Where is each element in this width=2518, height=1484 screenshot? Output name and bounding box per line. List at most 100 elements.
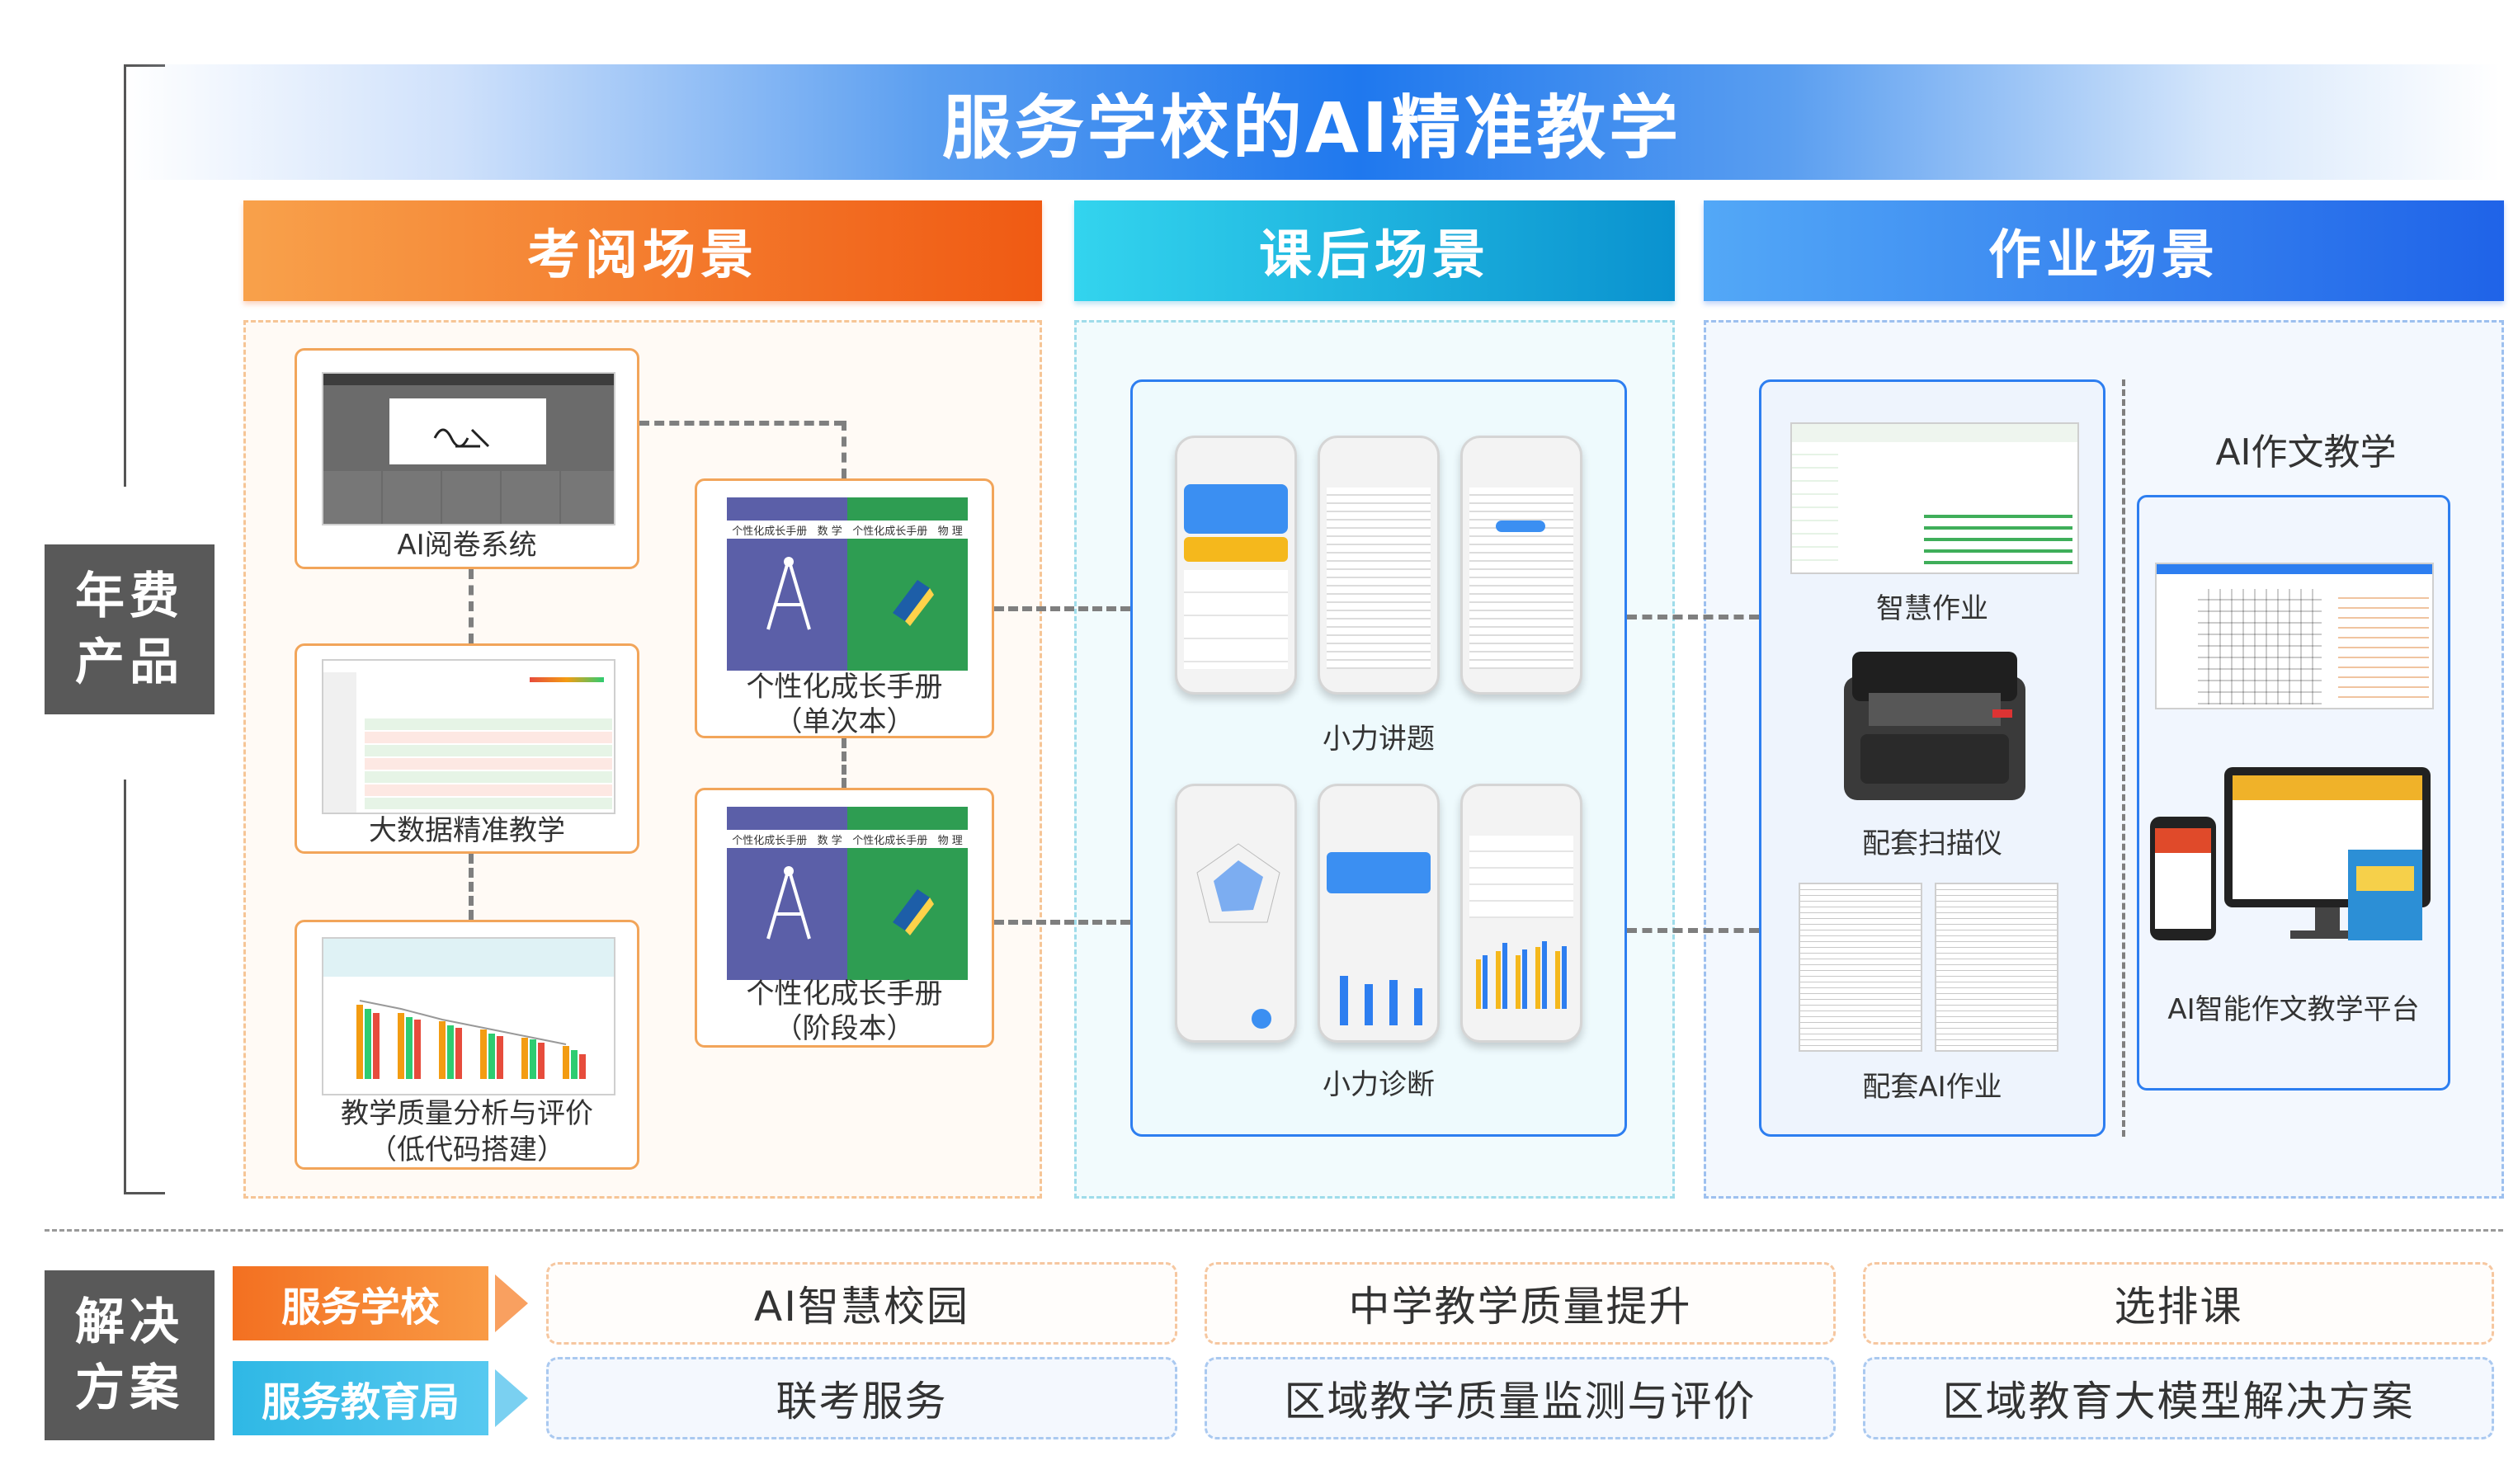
screenshot-answer-sheet	[389, 398, 546, 464]
handbook-stage-sublabel: （阶段本）	[774, 1012, 915, 1045]
book-title: 个性化成长手册	[852, 525, 928, 538]
ai-review-card[interactable]: AI阅卷系统	[295, 348, 639, 569]
phone-diagnosis-2	[1318, 784, 1440, 1043]
big-data-screenshot	[322, 659, 615, 814]
column-header-exam: 考阅场景	[243, 200, 1042, 301]
bottom-bracket	[124, 780, 165, 1194]
magnet-icon	[893, 580, 934, 626]
book-title-bar: 个性化成长手册物 理	[847, 830, 968, 848]
screenshot-sidebar	[323, 672, 356, 813]
screenshot-toolbar	[323, 374, 614, 385]
quality-analysis-sublabel: （低代码搭建）	[369, 1133, 565, 1166]
handbook-single-sublabel: （单次本）	[774, 705, 915, 738]
solutions-tag: 解决 方案	[45, 1270, 215, 1440]
solution-item[interactable]: 联考服务	[546, 1357, 1177, 1439]
screenshot-header	[323, 939, 614, 977]
book-title-bar: 个性化成长手册数 学	[727, 830, 847, 848]
phone-card	[1184, 537, 1288, 562]
arrow-icon	[495, 1369, 528, 1427]
screenshot-table	[365, 718, 612, 809]
solution-item[interactable]: 区域教育大模型解决方案	[1863, 1357, 2494, 1439]
book-title-bar: 个性化成长手册数 学	[727, 521, 847, 539]
section-divider	[45, 1229, 2503, 1232]
radar-chart-icon	[1196, 843, 1280, 923]
phone-text	[1327, 488, 1431, 669]
divider-line	[2122, 379, 2125, 1137]
handbook-math-cover: 个性化成长手册数 学	[727, 497, 847, 671]
phone-diagnosis-1	[1175, 784, 1297, 1043]
handbook-stage-label: 个性化成长手册	[746, 978, 943, 1011]
screenshot-grid	[323, 471, 614, 524]
quality-analysis-label: 教学质量分析与评价	[341, 1097, 593, 1130]
phone-text	[1469, 488, 1573, 669]
screenshot-grid	[2198, 589, 2322, 704]
bar-chart-icon	[1340, 976, 1422, 1025]
book-subject: 数 学	[817, 834, 842, 847]
handbook-math-cover: 个性化成长手册数 学	[727, 807, 847, 980]
xiaoli-diagnosis-label: 小力诊断	[1323, 1068, 1435, 1101]
screenshot-progress	[530, 677, 604, 682]
scanner-icon	[1844, 652, 2025, 800]
bar-chart-icon	[1476, 941, 1567, 1009]
annual-products-tag: 年费 产品	[45, 544, 215, 714]
book-subject: 数 学	[817, 525, 842, 538]
phone-lecture-2	[1318, 436, 1440, 695]
phone-lecture-1	[1175, 436, 1297, 695]
devices-icon	[2150, 767, 2431, 940]
column-header-homework: 作业场景	[1704, 200, 2504, 301]
connector-line	[1627, 928, 1759, 933]
big-data-card[interactable]: 大数据精准教学	[295, 643, 639, 854]
magnet-icon	[893, 889, 934, 935]
arrow-icon	[495, 1274, 528, 1332]
handbook-stage-card[interactable]: 个性化成长手册数 学 个性化成长手册物 理 个性化成长手册 （阶段本）	[695, 788, 994, 1048]
phone-lecture-3	[1460, 436, 1582, 695]
phone-button	[1496, 521, 1545, 532]
handbook-physics-cover: 个性化成长手册物 理	[847, 807, 968, 980]
book-title: 个性化成长手册	[732, 525, 808, 538]
connector-line	[994, 920, 1130, 925]
solution-item[interactable]: 区域教学质量监测与评价	[1205, 1357, 1836, 1439]
handwriting-icon	[433, 428, 490, 448]
xiaoli-lecture-label: 小力讲题	[1323, 723, 1435, 756]
scanner-label: 配套扫描仪	[1862, 827, 2002, 860]
ai-review-label: AI阅卷系统	[397, 529, 537, 562]
screenshot-sidebar	[1792, 442, 1838, 572]
solution-item[interactable]: 中学教学质量提升	[1205, 1262, 1836, 1345]
solution-label-bureau: 服务教育局	[233, 1361, 488, 1435]
quality-analysis-card[interactable]: 教学质量分析与评价 （低代码搭建）	[295, 920, 639, 1170]
solution-label-school: 服务学校	[233, 1266, 488, 1340]
compass-icon	[766, 557, 811, 630]
essay-platform-label: AI智能作文教学平台	[2167, 993, 2420, 1026]
solution-item[interactable]: 选排课	[1863, 1262, 2494, 1345]
connector-line	[469, 854, 474, 920]
screenshot-header	[2157, 564, 2432, 574]
connector-line	[469, 569, 474, 643]
phone-card	[1327, 852, 1431, 893]
big-data-label: 大数据精准教学	[369, 814, 565, 847]
ai-homework-sheet-2	[1935, 883, 2058, 1052]
compass-icon	[766, 866, 811, 940]
bar-chart-icon	[356, 1000, 586, 1079]
phone-button	[1252, 1009, 1271, 1029]
quality-analysis-screenshot	[322, 937, 615, 1095]
screenshot-sidepanel	[2338, 589, 2429, 704]
ai-homework-sheet-1	[1799, 883, 1922, 1052]
phone-diagnosis-3	[1460, 784, 1582, 1043]
smart-homework-screenshot	[1790, 422, 2079, 574]
book-title: 个性化成长手册	[852, 834, 928, 847]
ai-review-screenshot	[322, 372, 615, 525]
book-subject: 物 理	[937, 834, 963, 847]
solution-item[interactable]: AI智慧校园	[546, 1262, 1177, 1345]
handbook-single-label: 个性化成长手册	[746, 671, 943, 704]
book-title-bar: 个性化成长手册物 理	[847, 521, 968, 539]
page-title: 服务学校的AI精准教学	[941, 87, 1682, 168]
screenshot-tabs	[1792, 424, 2077, 442]
phone-card	[1184, 484, 1288, 534]
ai-homework-label: 配套AI作业	[1862, 1071, 2002, 1104]
phone-list	[1469, 836, 1573, 918]
connector-line	[842, 738, 846, 788]
handbook-single-card[interactable]: 个性化成长手册数 学 个性化成长手册物 理 个性化成长手册 （单次本）	[695, 478, 994, 738]
connector-line	[994, 606, 1130, 611]
handbook-physics-cover: 个性化成长手册物 理	[847, 497, 968, 671]
smart-homework-label: 智慧作业	[1876, 592, 1988, 625]
